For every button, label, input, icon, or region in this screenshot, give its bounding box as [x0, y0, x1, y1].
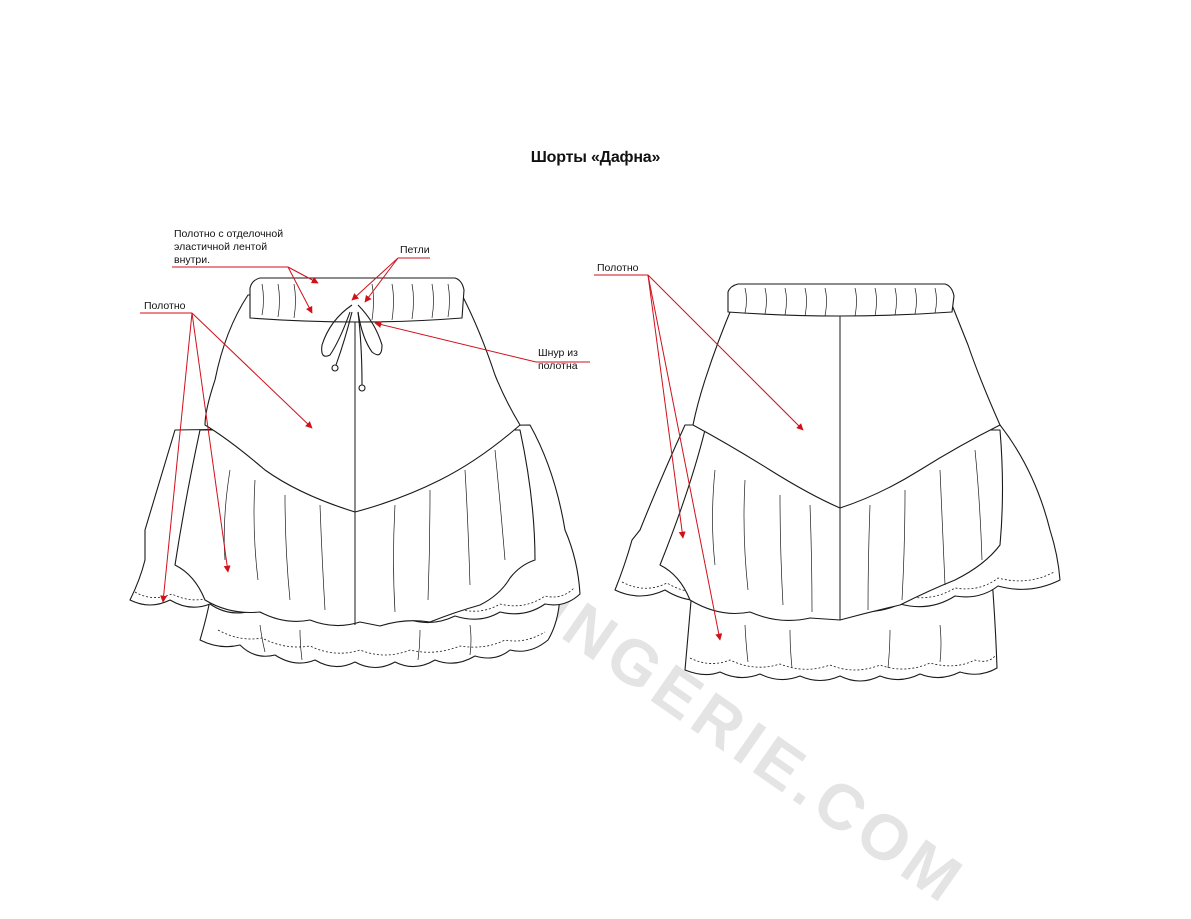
drawing-title: Шорты «Дафна» [530, 149, 661, 166]
back-view [614, 283, 1061, 682]
callout-fabric-front: Полотно [144, 300, 186, 312]
back-yoke [692, 304, 1001, 509]
callout-fabric-elastic: Полотно с отделочной эластичной лентой в… [174, 228, 284, 266]
leader-lines [140, 257, 804, 641]
callout-fabric-back: Полотно [597, 262, 639, 274]
front-view [129, 277, 581, 669]
callout-cord: Шнур из полотна [538, 347, 578, 372]
drawstring [321, 304, 383, 392]
technical-drawing [129, 257, 1061, 682]
back-upper-ruffle [659, 429, 1004, 621]
back-waistband [727, 283, 955, 317]
callout-loops: Петли [400, 244, 430, 256]
